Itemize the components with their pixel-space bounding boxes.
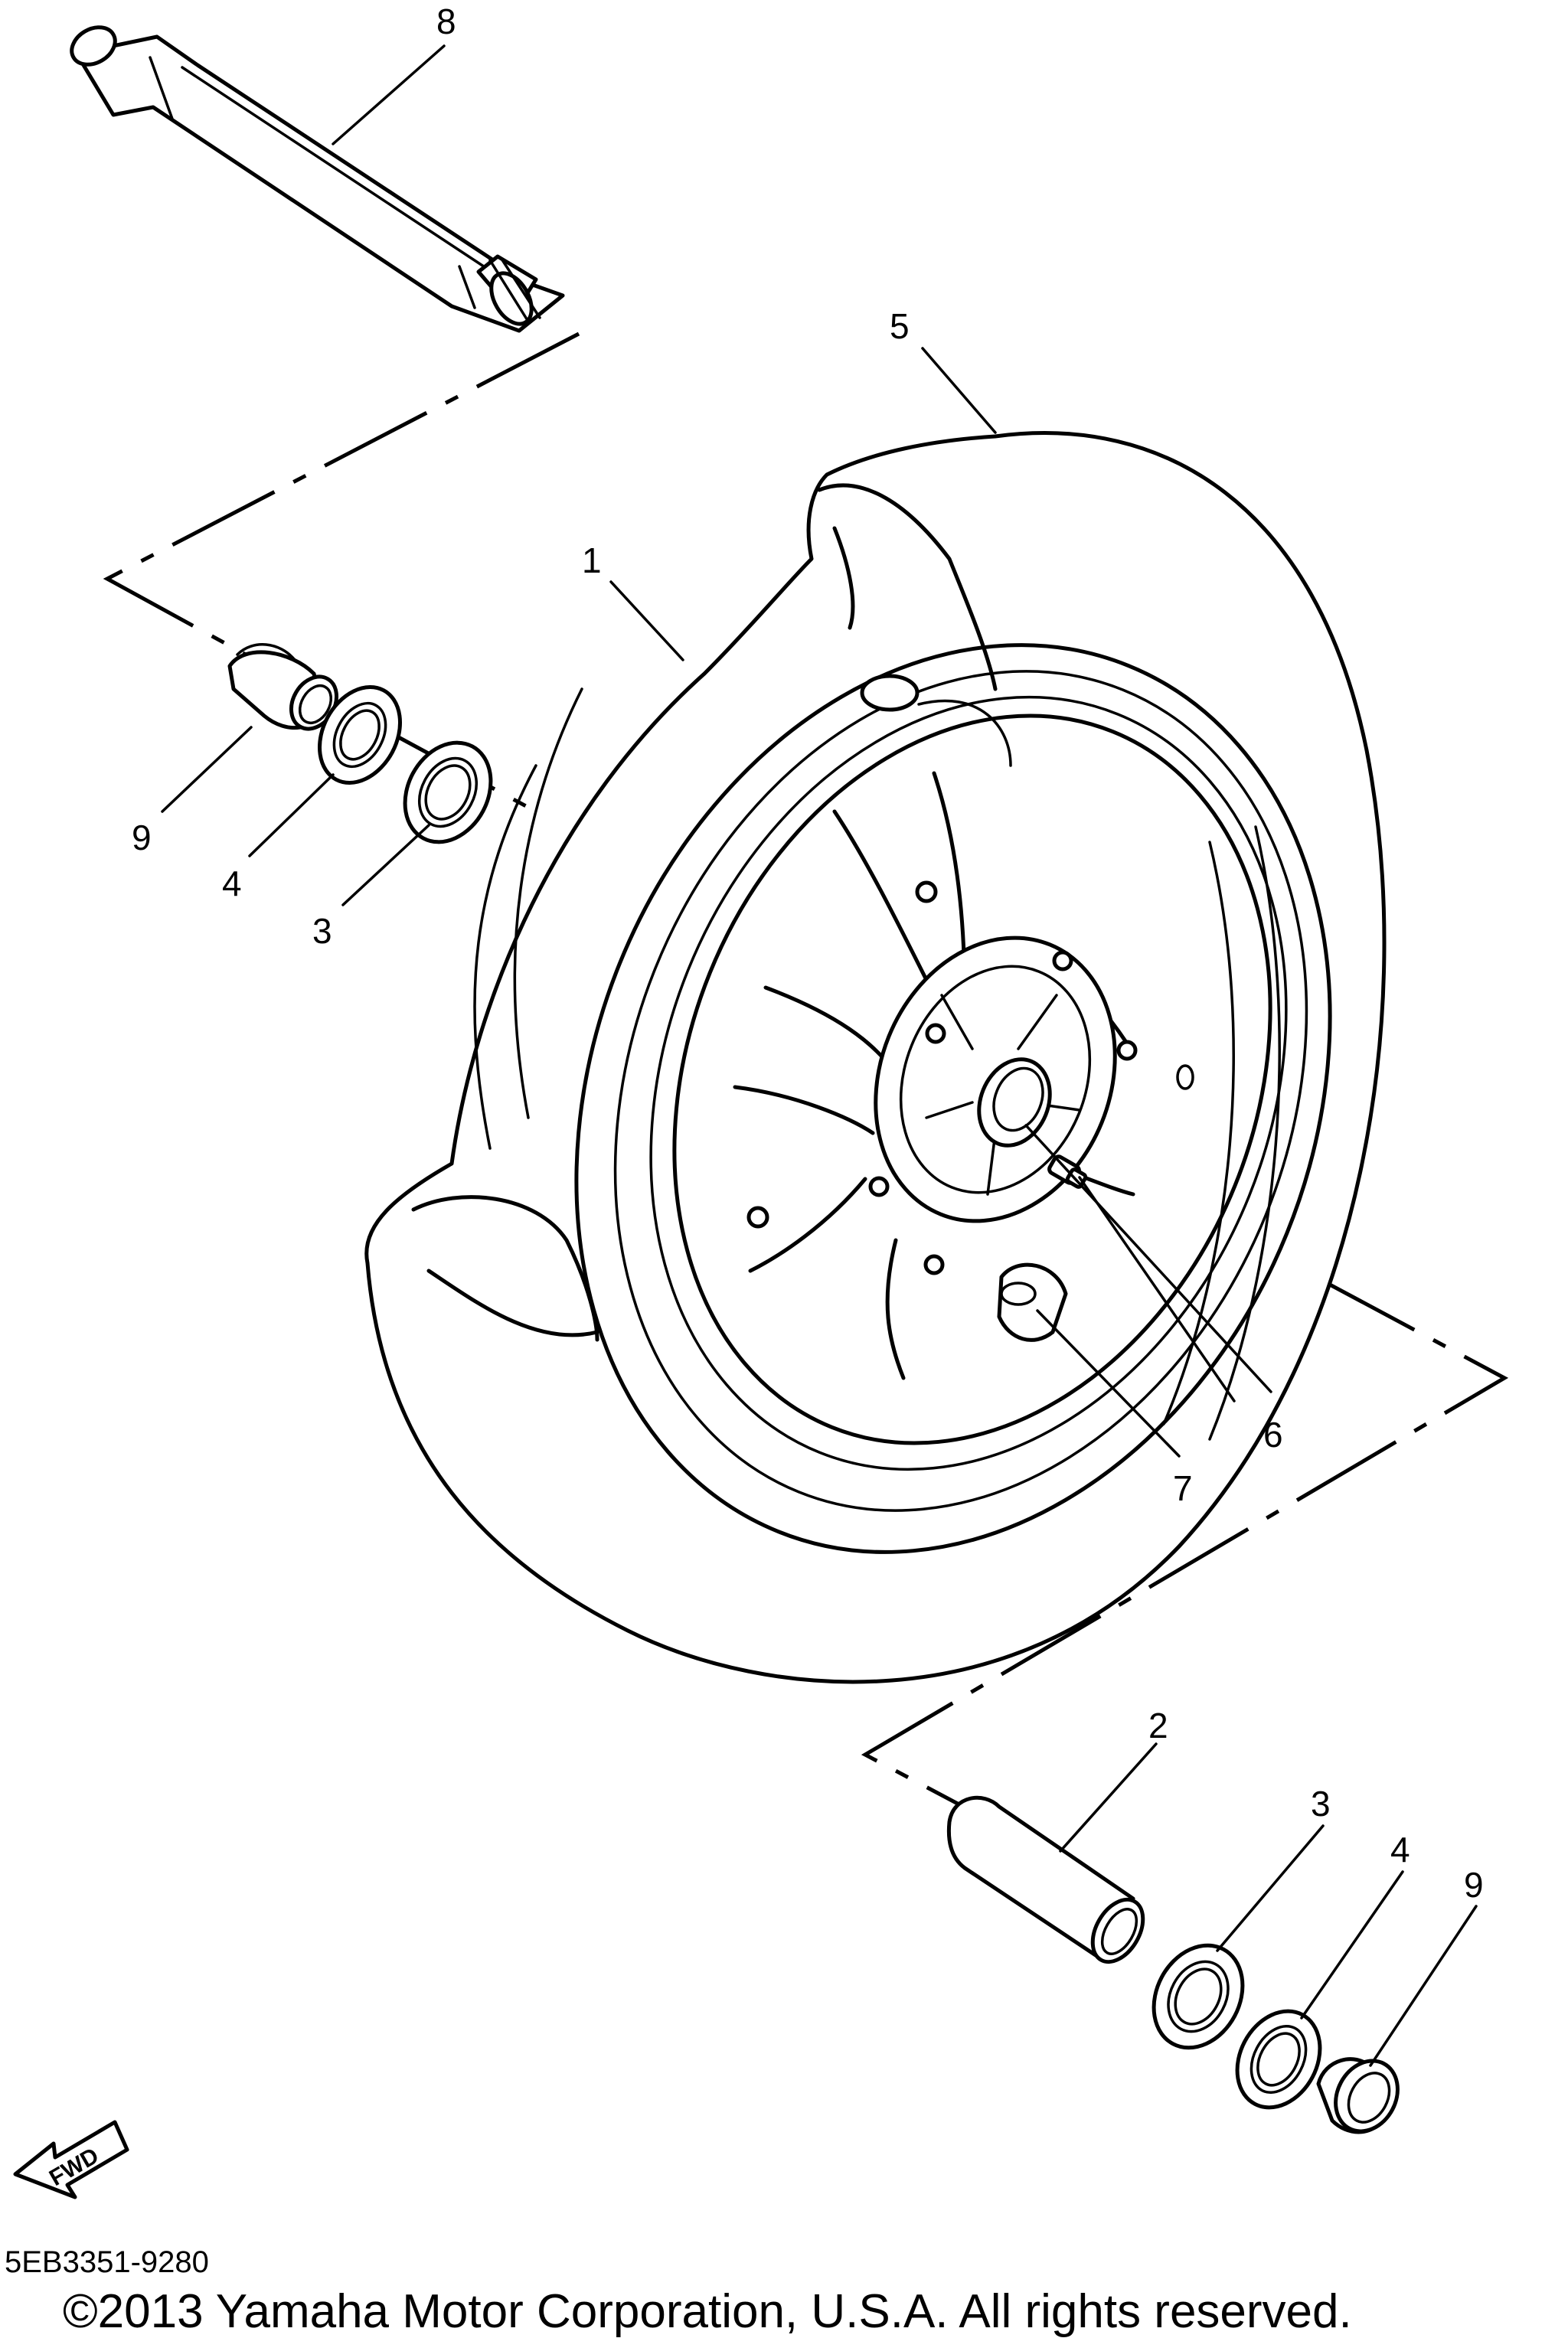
callout-9-right: 9 xyxy=(1464,1865,1484,1905)
callout-1: 1 xyxy=(582,540,602,580)
callout-3-right: 3 xyxy=(1311,1784,1331,1824)
fwd-arrow-icon: FWD xyxy=(13,2120,129,2199)
left-collar xyxy=(227,643,339,731)
callout-7: 7 xyxy=(1173,1468,1193,1508)
left-bearing xyxy=(403,740,493,844)
front-axle xyxy=(70,25,565,333)
callout-5: 5 xyxy=(890,306,910,346)
callout-6: 6 xyxy=(1263,1415,1283,1455)
spacer xyxy=(946,1795,1145,1964)
callout-3-left: 3 xyxy=(312,911,332,951)
callout-4-left: 4 xyxy=(222,864,242,903)
right-bearing xyxy=(1152,1943,1245,2050)
callouts: 8 5 1 9 4 3 6 7 2 3 4 9 xyxy=(132,2,1484,1905)
copyright-notice: ©2013 Yamaha Motor Corporation, U.S.A. A… xyxy=(63,2285,1352,2338)
right-parts xyxy=(946,1795,1400,2134)
hub-bore xyxy=(977,1057,1052,1148)
wheel-assembly xyxy=(364,431,1387,1684)
right-collar xyxy=(1316,2057,1400,2134)
left-parts xyxy=(227,643,493,844)
diagram-code: 5EB3351-9280 xyxy=(5,2245,209,2279)
right-oil-seal xyxy=(1235,2009,1322,2110)
leader-lines xyxy=(161,44,1478,2067)
wheel-rim-outer xyxy=(574,643,1332,1554)
callout-8: 8 xyxy=(436,2,456,41)
left-oil-seal xyxy=(317,685,403,785)
callout-2: 2 xyxy=(1148,1706,1168,1745)
tire xyxy=(364,431,1387,1684)
wheel-hub xyxy=(733,771,1194,1380)
callout-4-right: 4 xyxy=(1390,1830,1410,1869)
callout-9-left: 9 xyxy=(132,818,152,857)
